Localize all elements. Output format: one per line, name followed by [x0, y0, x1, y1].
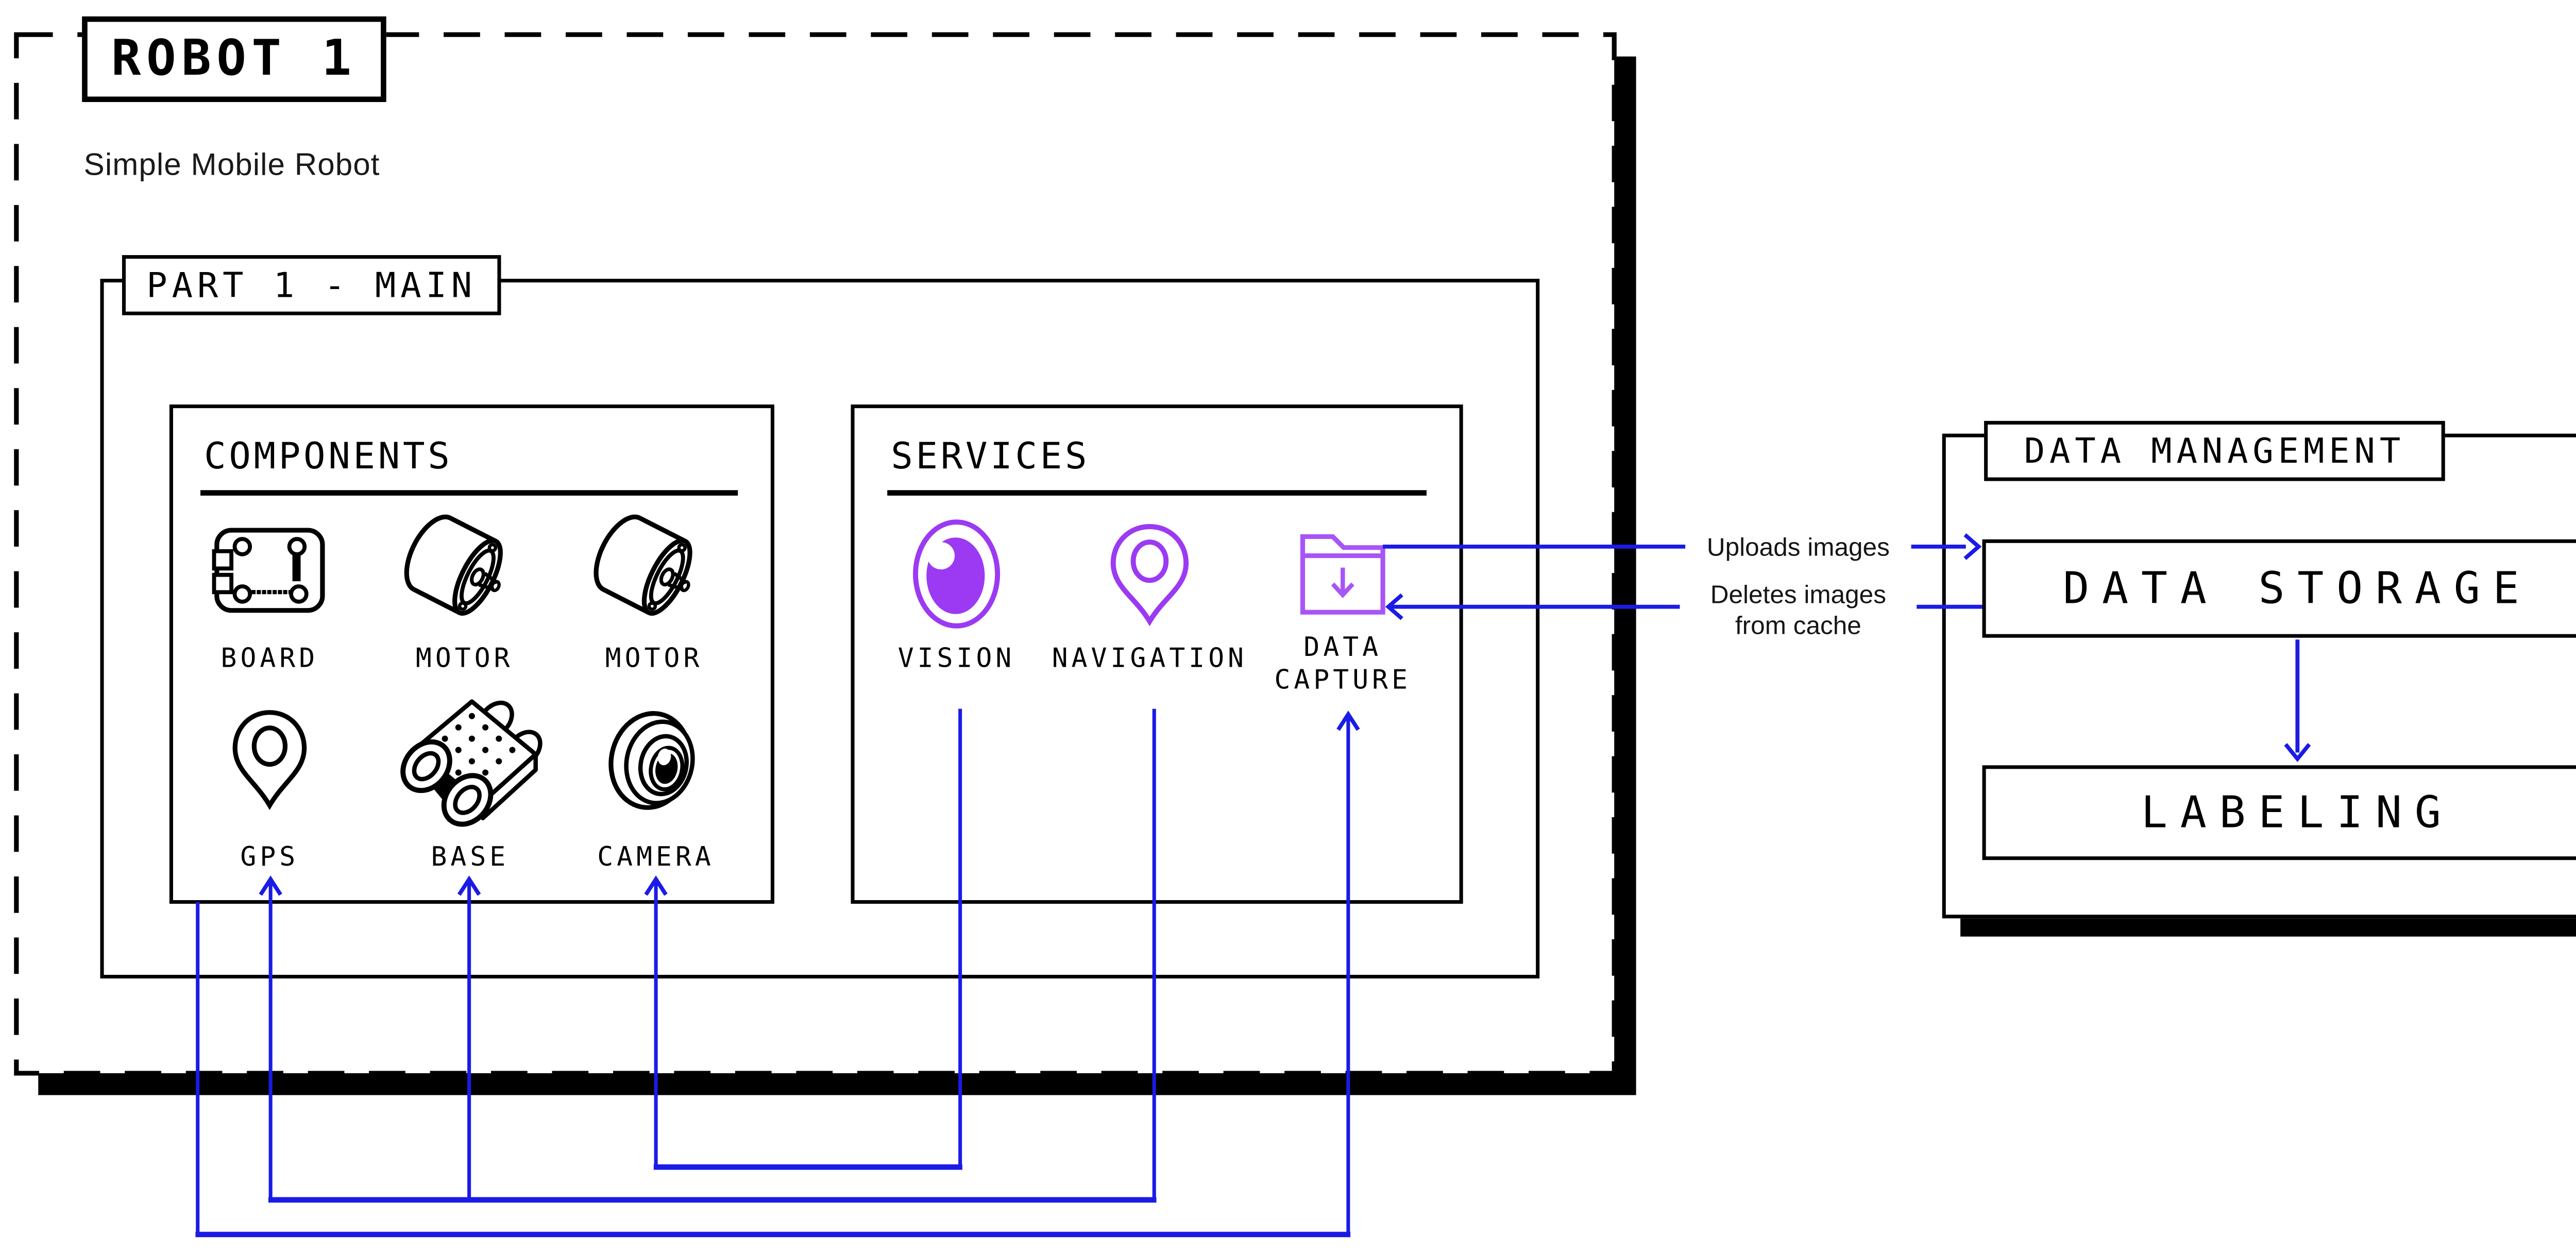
component-label: MOTOR: [415, 645, 514, 674]
part1-label: PART 1 - MAIN: [122, 255, 501, 315]
service-label: VISION: [897, 645, 1015, 674]
component-label: MOTOR: [605, 645, 703, 674]
service-label: DATA CAPTURE: [1274, 634, 1412, 696]
motor-icon: [594, 514, 692, 616]
components-title: COMPONENTS: [204, 433, 453, 478]
motor-icon: [404, 514, 503, 616]
data-storage-node: DATA STORAGE: [1982, 539, 2576, 638]
labeling-node: LABELING: [1982, 765, 2576, 860]
rover-base-icon: [400, 699, 543, 827]
services-title-rule: [887, 490, 1427, 495]
camera-lens-icon: [608, 711, 695, 810]
services-title: SERVICES: [891, 433, 1090, 478]
data-management-label: DATA MANAGEMENT: [1984, 420, 2445, 481]
component-label: BASE: [431, 843, 510, 873]
component-label: CAMERA: [597, 843, 715, 873]
location-pin-icon: [232, 710, 307, 810]
components-title-rule: [200, 490, 738, 495]
robot-subtitle: Simple Mobile Robot: [83, 147, 380, 182]
component-label: BOARD: [221, 645, 319, 674]
component-label: GPS: [240, 843, 299, 873]
uploads-edge-label: Uploads images: [1685, 530, 1911, 565]
circuit-board-icon: [212, 528, 325, 613]
robot-title: ROBOT 1: [82, 16, 386, 103]
eye-icon: [913, 519, 1001, 629]
folder-download-icon: [1300, 534, 1385, 615]
services-box: [851, 404, 1463, 904]
robot-frame-dashed-border: [14, 32, 1617, 1076]
service-label: NAVIGATION: [1052, 645, 1248, 674]
deletes-edge-label: Deletes images from cache: [1680, 578, 1917, 644]
location-pin-icon: [1110, 524, 1189, 627]
